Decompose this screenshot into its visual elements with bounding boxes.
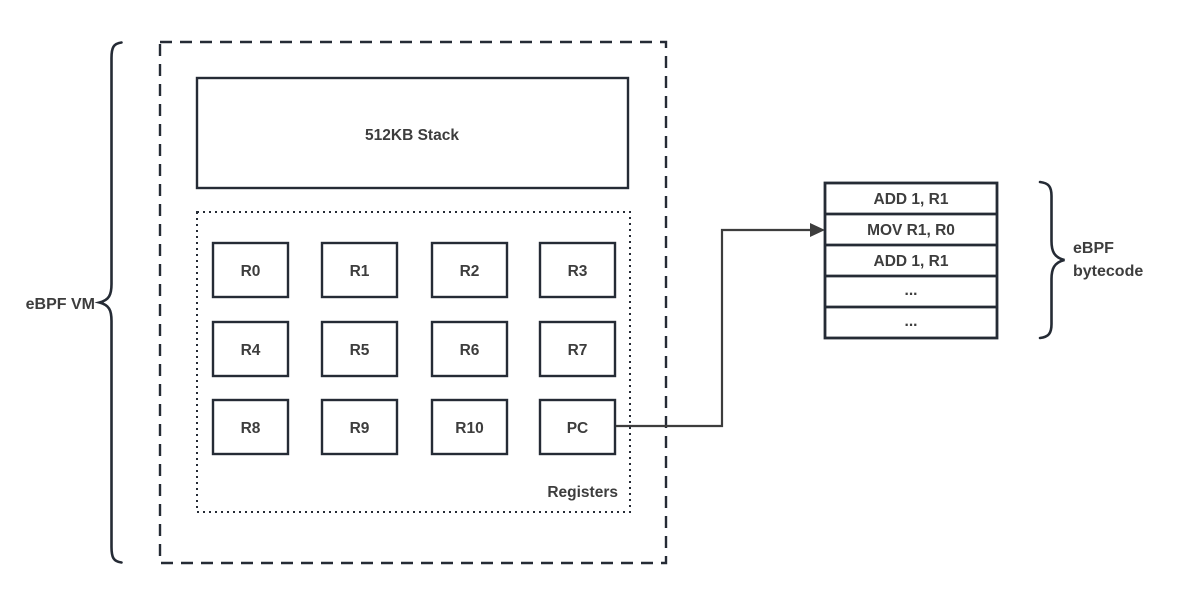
stack-label: 512KB Stack [365,127,459,144]
register-box [430,320,509,378]
register-box [320,320,399,378]
register-label: R3 [568,263,588,280]
register-label: R0 [241,263,261,280]
register-box [320,398,399,456]
register-box [320,241,399,299]
bytecode-row: ADD 1, R1 [874,253,949,270]
register-label: R1 [350,263,370,280]
register-cell-r8: R8 [211,398,290,456]
bytecode-label-line2: bytecode [1073,263,1143,280]
register-label: R2 [460,263,480,280]
vm-boundary-box [158,40,668,565]
bytecode-table: ADD 1, R1 MOV R1, R0 ADD 1, R1 ... ... [823,181,999,340]
register-cell-r3: R3 [538,241,617,299]
register-label: R4 [241,342,261,359]
register-label: R8 [241,420,261,437]
stack-box [195,76,630,190]
register-cell-r4: R4 [211,320,290,378]
registers-label: Registers [547,484,618,501]
register-cell-r1: R1 [320,241,399,299]
register-cell-r2: R2 [430,241,509,299]
arrowhead-icon [810,223,825,237]
bytecode-label: eBPF bytecode [1073,240,1143,280]
bytecode-row: ... [905,282,918,299]
right-brace [1038,180,1065,340]
registers-container [196,211,631,513]
register-box [430,398,509,456]
left-brace [94,41,123,564]
bytecode-table-outline [823,181,999,340]
pc-to-bytecode-arrow [616,228,812,428]
register-label: R7 [568,342,588,359]
register-box [430,241,509,299]
register-box [538,320,617,378]
bytecode-row: ... [905,313,918,330]
register-label: R6 [460,342,480,359]
register-box [538,398,617,456]
register-cell-r10: R10 [430,398,509,456]
bytecode-row: MOV R1, R0 [867,222,955,239]
vm-label: eBPF VM [26,296,95,313]
register-cell-r7: R7 [538,320,617,378]
register-cell-r9: R9 [320,398,399,456]
register-box [211,320,290,378]
register-label: R9 [350,420,370,437]
register-label: PC [567,420,589,437]
register-cell-r5: R5 [320,320,399,378]
register-label: R10 [455,420,483,437]
register-label: R5 [350,342,370,359]
register-box [538,241,617,299]
bytecode-row: ADD 1, R1 [874,191,949,208]
register-cell-pc: PC [538,398,617,456]
register-cell-r0: R0 [211,241,290,299]
register-box [211,398,290,456]
register-box [211,241,290,299]
register-cell-r6: R6 [430,320,509,378]
bytecode-label-line1: eBPF [1073,240,1114,257]
